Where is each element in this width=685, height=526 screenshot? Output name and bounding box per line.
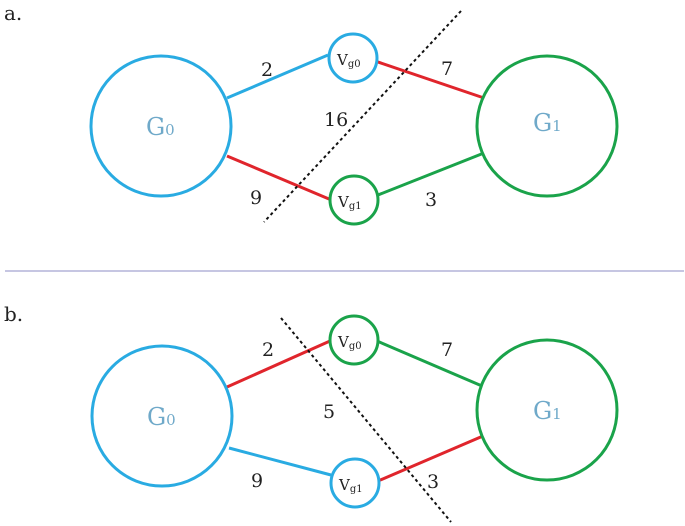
panel-b-weight-left-top: 2 (262, 339, 274, 361)
panel-b-cut-line (280, 317, 452, 523)
panel-a-edge-g0-vg1 (226, 154, 330, 201)
panel-b-weight-right-top: 7 (441, 339, 453, 361)
panel-a-node-vg1 (328, 174, 380, 226)
panel-b-weight-right-bottom: 3 (427, 471, 439, 493)
panel-a-g0-label: G0 (146, 113, 175, 141)
panel-a-node-g1 (475, 54, 619, 198)
panel-b-weight-left-bottom: 9 (251, 470, 263, 492)
panel-b: b. G0 G1 Vg0 Vg1 2 7 9 3 5 (4, 302, 619, 523)
panel-a-edge-vg0-g1 (374, 59, 485, 100)
panel-a-cut-line (263, 10, 462, 223)
panel-b-edge-vg0-g1 (376, 339, 483, 388)
panel-a-node-vg0 (327, 32, 379, 84)
panel-a-g1-label: G1 (533, 109, 562, 137)
panel-b-vg1-label: Vg1 (338, 476, 363, 495)
panel-a-node-g0 (89, 54, 233, 198)
panel-b-g1-label: G1 (533, 397, 562, 425)
panel-b-node-vg1 (329, 457, 381, 509)
panel-b-node-g1 (475, 338, 619, 482)
panel-a-vg1-label: Vg1 (337, 193, 362, 212)
panel-b-vg0-label: Vg0 (337, 333, 362, 352)
panel-a-weight-right-top: 7 (441, 58, 453, 80)
panel-b-label: b. (4, 302, 23, 326)
panel-b-cut-value: 5 (323, 401, 335, 423)
panel-b-edge-vg1-g1 (377, 434, 484, 483)
panel-b-node-g0 (90, 344, 234, 488)
panel-a-weight-right-bottom: 3 (425, 189, 437, 211)
panel-a-vg0-label: Vg0 (336, 51, 361, 70)
panel-a-edge-vg1-g1 (377, 151, 485, 197)
panel-b-node-vg0 (328, 314, 380, 366)
panel-a-edge-g0-vg0 (226, 53, 329, 100)
panel-a: a. G0 G1 Vg0 Vg1 2 7 9 3 16 (4, 1, 619, 226)
panel-a-weight-left-bottom: 9 (250, 187, 262, 209)
panel-a-weight-left-top: 2 (261, 59, 273, 81)
panel-b-edge-g0-vg1 (228, 446, 332, 477)
panel-a-cut-value: 16 (324, 109, 348, 131)
panel-b-edge-g0-vg0 (226, 339, 331, 389)
panel-b-g0-label: G0 (147, 403, 176, 431)
panel-a-label: a. (4, 1, 22, 25)
